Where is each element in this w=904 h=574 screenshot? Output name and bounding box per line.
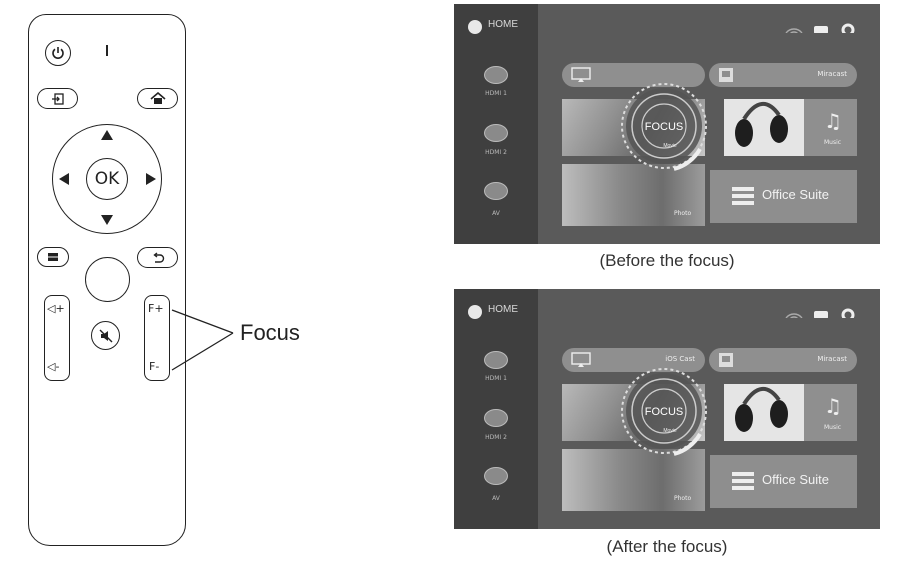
photo-tile[interactable]: Photo	[562, 164, 705, 226]
menu-button[interactable]	[37, 247, 69, 267]
office-suite-tile[interactable]: Office Suite	[710, 455, 857, 508]
miracast-icon	[719, 353, 733, 367]
hdmi2-icon[interactable]	[484, 124, 508, 142]
focus-dial[interactable]: FOCUS Movie	[614, 354, 724, 464]
up-arrow-button[interactable]	[101, 130, 113, 140]
tv-screen-before: HOME HDMI 1 HDMI 2 AV Miracast ♫ Music P…	[454, 4, 880, 244]
focus-plus-label: F+	[148, 302, 164, 315]
movie-label: Movie	[663, 428, 677, 434]
left-arrow-button[interactable]	[59, 173, 69, 185]
home-button[interactable]	[137, 88, 178, 109]
back-icon	[152, 251, 164, 263]
hdmi2-icon[interactable]	[484, 409, 508, 427]
hdmi2-label: HDMI 2	[485, 149, 507, 156]
ok-button[interactable]: OK	[86, 158, 128, 200]
wifi-icon	[785, 313, 803, 318]
status-icons	[785, 23, 855, 33]
caption-after: (After the focus)	[606, 537, 728, 556]
hdmi2-label: HDMI 2	[485, 434, 507, 441]
list-icon	[732, 187, 754, 205]
focus-dial-label: FOCUS	[645, 121, 684, 133]
photo-label: Photo	[674, 495, 692, 502]
office-suite-tile[interactable]: Office Suite	[710, 170, 857, 223]
home-icon	[149, 92, 166, 104]
av-label: AV	[492, 495, 500, 502]
home-icon	[468, 20, 482, 34]
av-icon[interactable]	[484, 467, 508, 485]
remote-control: OK ◁+ ◁- F+ F-	[28, 14, 186, 546]
input-source-button[interactable]	[37, 88, 78, 109]
office-suite-label: Office Suite	[762, 472, 829, 487]
focus-dial-label: FOCUS	[645, 406, 684, 418]
miracast-label: Miracast	[817, 355, 847, 363]
wifi-icon	[785, 28, 803, 33]
music-tile[interactable]: ♫ Music	[724, 99, 857, 156]
music-label: Music	[824, 424, 842, 431]
mute-icon	[99, 329, 112, 342]
music-tile[interactable]: ♫ Music	[724, 384, 857, 441]
cast-icon	[571, 352, 591, 367]
av-icon[interactable]	[484, 182, 508, 200]
gear-icon	[841, 308, 855, 318]
headphones-image	[724, 384, 804, 441]
music-note-icon: ♫	[824, 109, 842, 133]
photo-label: Photo	[674, 210, 692, 217]
miracast-tile[interactable]: Miracast	[709, 63, 857, 87]
home-label: HOME	[488, 304, 518, 315]
right-arrow-button[interactable]	[146, 173, 156, 185]
indicator-light	[106, 45, 108, 56]
miracast-tile[interactable]: Miracast	[709, 348, 857, 372]
focus-rocker[interactable]: F+ F-	[144, 295, 170, 381]
cast-label: iOS Cast	[665, 355, 695, 363]
av-label: AV	[492, 210, 500, 217]
focus-callout-label: Focus	[240, 320, 300, 345]
tv-screen-after: HOME HDMI 1 HDMI 2 AV iOS Cast Miracast …	[454, 289, 880, 529]
status-icons	[785, 308, 855, 318]
focus-dial[interactable]: FOCUS Movie	[614, 69, 724, 179]
back-button[interactable]	[137, 247, 178, 268]
hdmi1-icon[interactable]	[484, 351, 508, 369]
list-icon	[732, 472, 754, 490]
navigation-ring	[52, 124, 162, 234]
volume-up-label: ◁+	[47, 302, 65, 315]
menu-icon	[48, 253, 58, 261]
hdmi1-icon[interactable]	[484, 66, 508, 84]
input-icon	[51, 92, 64, 105]
mute-button[interactable]	[91, 321, 120, 350]
cast-tile[interactable]: iOS Cast	[562, 348, 705, 372]
music-note-icon: ♫	[824, 394, 842, 418]
movie-label: Movie	[663, 143, 677, 149]
center-blank-button[interactable]	[85, 257, 130, 302]
battery-icon	[814, 26, 828, 33]
gear-icon	[841, 23, 855, 33]
power-button[interactable]	[45, 40, 71, 66]
volume-down-label: ◁-	[47, 360, 60, 373]
cast-icon	[571, 67, 591, 82]
cast-tile[interactable]	[562, 63, 705, 87]
miracast-icon	[719, 68, 733, 82]
source-sidebar: HOME HDMI 1 HDMI 2 AV	[454, 289, 538, 529]
down-arrow-button[interactable]	[101, 215, 113, 225]
power-icon	[52, 47, 64, 59]
headphones-image	[724, 99, 804, 156]
photo-tile[interactable]: Photo	[562, 449, 705, 511]
source-sidebar: HOME HDMI 1 HDMI 2 AV	[454, 4, 538, 244]
office-suite-label: Office Suite	[762, 187, 829, 202]
home-label: HOME	[488, 19, 518, 30]
volume-rocker[interactable]: ◁+ ◁-	[44, 295, 70, 381]
home-icon	[468, 305, 482, 319]
focus-minus-label: F-	[149, 360, 160, 373]
miracast-label: Miracast	[817, 70, 847, 78]
music-label: Music	[824, 139, 842, 146]
battery-icon	[814, 311, 828, 318]
caption-before: (Before the focus)	[599, 251, 735, 270]
hdmi1-label: HDMI 1	[485, 375, 507, 382]
hdmi1-label: HDMI 1	[485, 90, 507, 97]
